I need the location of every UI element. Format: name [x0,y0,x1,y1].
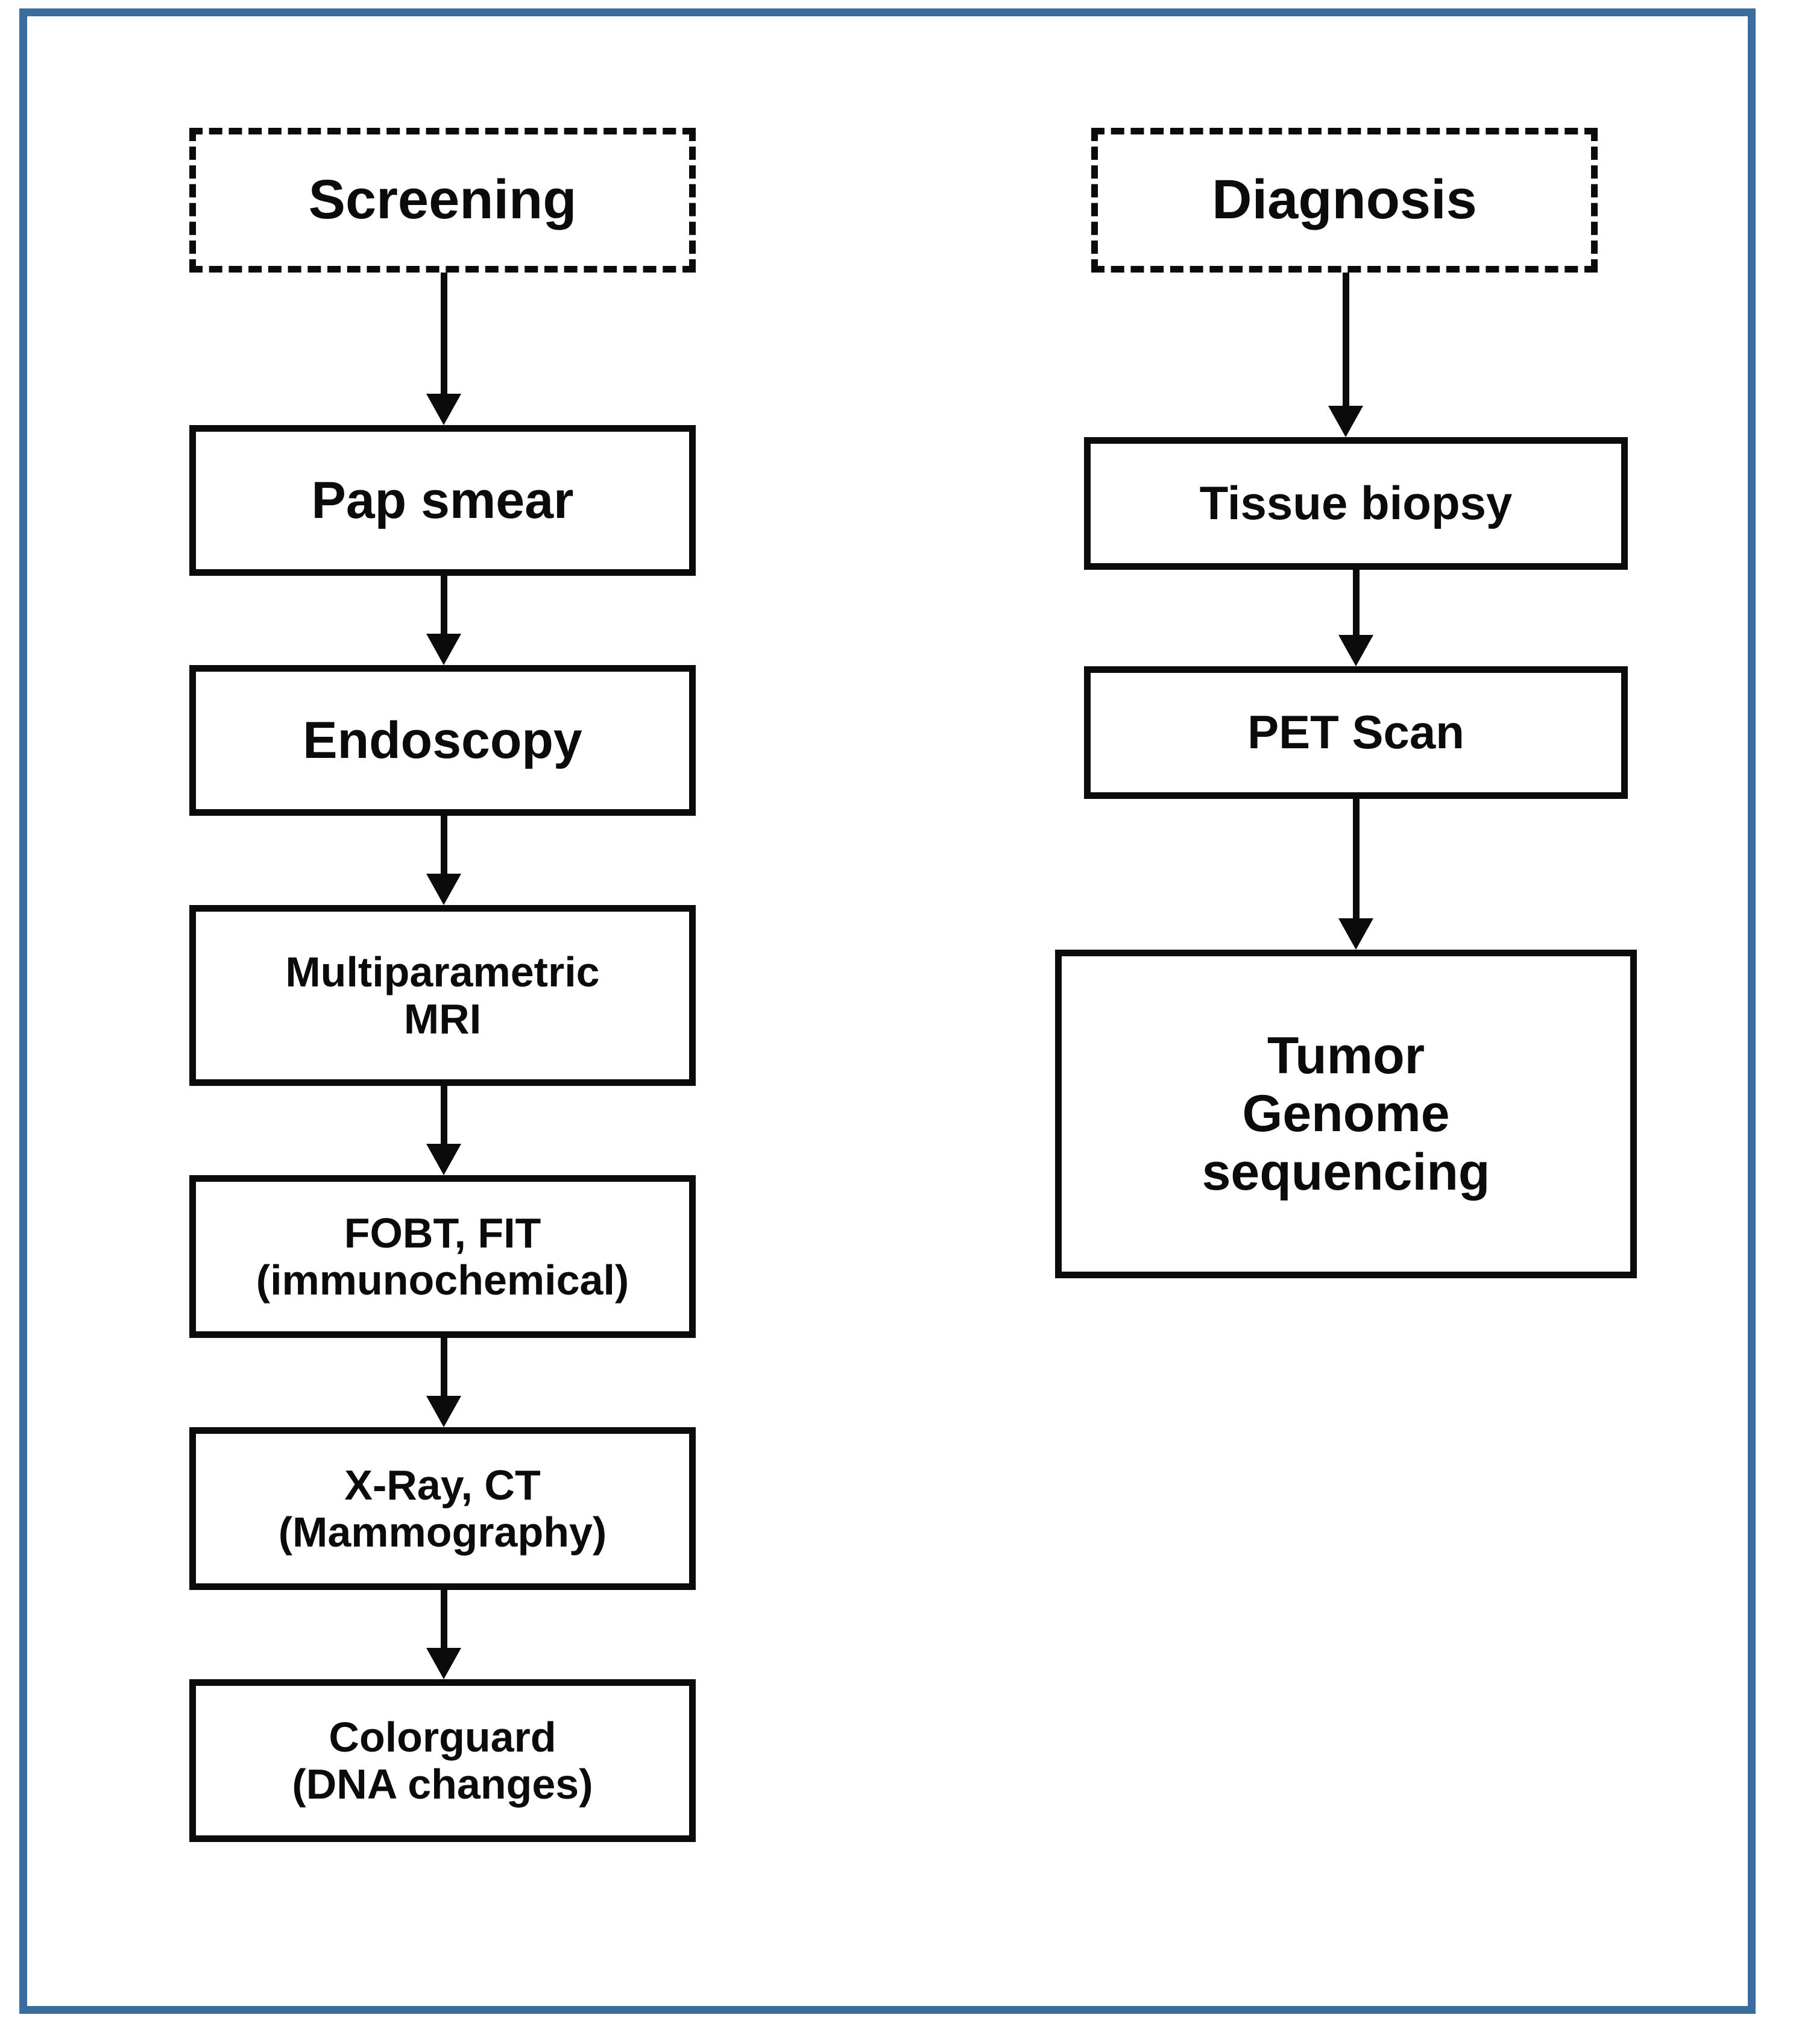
node-pap-smear-label-line1: Pap smear [311,471,574,529]
node-fobt-fit: FOBT, FIT (immunochemical) [189,1175,696,1338]
node-pet-scan-label-line1: PET Scan [1247,705,1464,759]
screening-header-label: Screening [308,169,577,231]
node-pap-smear: Pap smear [189,425,696,576]
node-endoscopy: Endoscopy [189,665,696,816]
node-tissue-biopsy: Tissue biopsy [1084,437,1628,570]
node-tissue-biopsy-label-line1: Tissue biopsy [1199,476,1513,530]
diagnosis-header-box: Diagnosis [1091,128,1598,273]
node-xray-ct-label-line2: (Mammography) [278,1509,607,1556]
node-fobt-fit-label-line1: FOBT, FIT [344,1209,541,1257]
node-colorguard-label-line2: (DNA changes) [292,1761,593,1808]
node-xray-ct-label-line1: X-Ray, CT [344,1461,541,1509]
node-endoscopy-label-line1: Endoscopy [303,711,582,769]
node-colorguard-label-line1: Colorguard [329,1713,556,1761]
node-fobt-fit-label-line2: (immunochemical) [256,1257,629,1304]
node-pet-scan: PET Scan [1084,666,1628,799]
node-tumor-genome-label-line3: sequencing [1202,1143,1490,1201]
node-tumor-genome-label-line2: Genome [1242,1085,1450,1143]
node-multiparametric-mri: Multiparametric MRI [189,905,696,1086]
screening-header-box: Screening [189,128,696,273]
node-multiparametric-mri-label-line1: Multiparametric [285,948,600,995]
node-tumor-genome-sequencing: Tumor Genome sequencing [1055,950,1637,1278]
node-colorguard: Colorguard (DNA changes) [189,1679,696,1842]
node-tumor-genome-label-line1: Tumor [1267,1027,1425,1085]
diagnosis-header-label: Diagnosis [1212,169,1477,231]
node-xray-ct: X-Ray, CT (Mammography) [189,1427,696,1590]
node-multiparametric-mri-label-line2: MRI [403,995,482,1043]
